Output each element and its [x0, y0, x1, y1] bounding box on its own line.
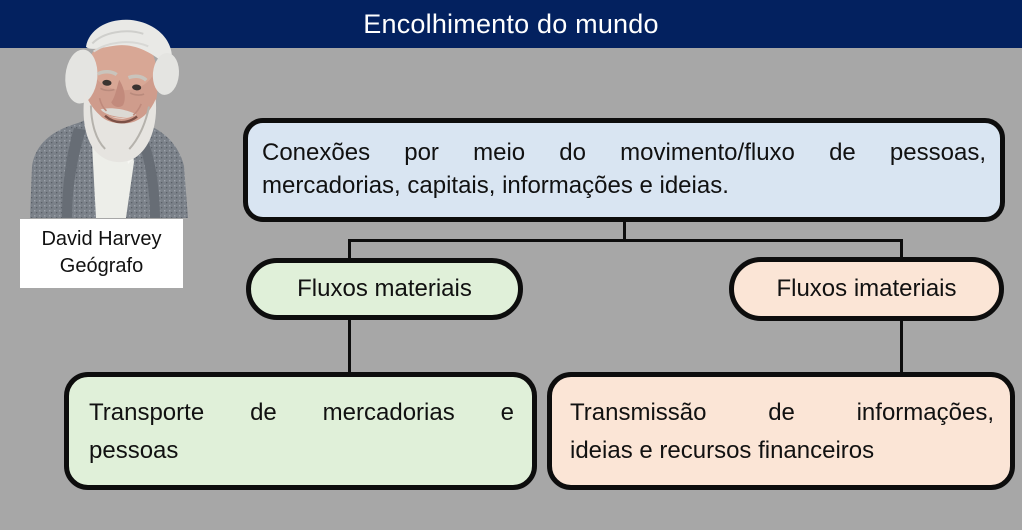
leaf-transporte-line1: Transporte de mercadorias e: [89, 399, 514, 426]
photo-caption: David Harvey Geógrafo: [20, 219, 183, 288]
connector-to-branch-left: [348, 239, 351, 261]
slide-title: Encolhimento do mundo: [363, 9, 659, 39]
leaf-transmissao-line1: Transmissão de informações,: [570, 399, 994, 426]
photo-caption-role: Geógrafo: [59, 255, 144, 277]
branch-fluxos-materiais-label: Fluxos materiais: [297, 275, 472, 302]
leaf-transporte: Transporte de mercadorias e pessoas: [64, 372, 537, 490]
branch-fluxos-materiais: Fluxos materiais: [246, 258, 523, 320]
connector-branch-right-to-leaf: [900, 319, 903, 374]
branch-fluxos-imateriais: Fluxos imateriais: [729, 257, 1004, 321]
root-box-line2: mercadorias, capitais, informações e ide…: [262, 172, 729, 199]
leaf-transmissao-line2: ideias e recursos financeiros: [570, 437, 875, 464]
photo-caption-name: David Harvey: [41, 228, 162, 250]
title-banner: Encolhimento do mundo: [0, 0, 1022, 48]
connector-branch-crossbar: [348, 239, 903, 242]
branch-fluxos-imateriais-label: Fluxos imateriais: [776, 275, 957, 302]
root-box: Conexões por meio do movimento/fluxo de …: [243, 118, 1005, 222]
david-harvey-photo: [28, 4, 190, 218]
root-box-line1: Conexões por meio do movimento/fluxo de …: [262, 139, 986, 166]
portrait-illustration: [30, 19, 188, 218]
connector-to-branch-right: [900, 239, 903, 260]
connector-root-stem: [623, 220, 626, 241]
leaf-transporte-line2: pessoas: [89, 437, 179, 464]
connector-branch-left-to-leaf: [348, 318, 351, 374]
leaf-transmissao: Transmissão de informações, ideias e rec…: [547, 372, 1015, 490]
